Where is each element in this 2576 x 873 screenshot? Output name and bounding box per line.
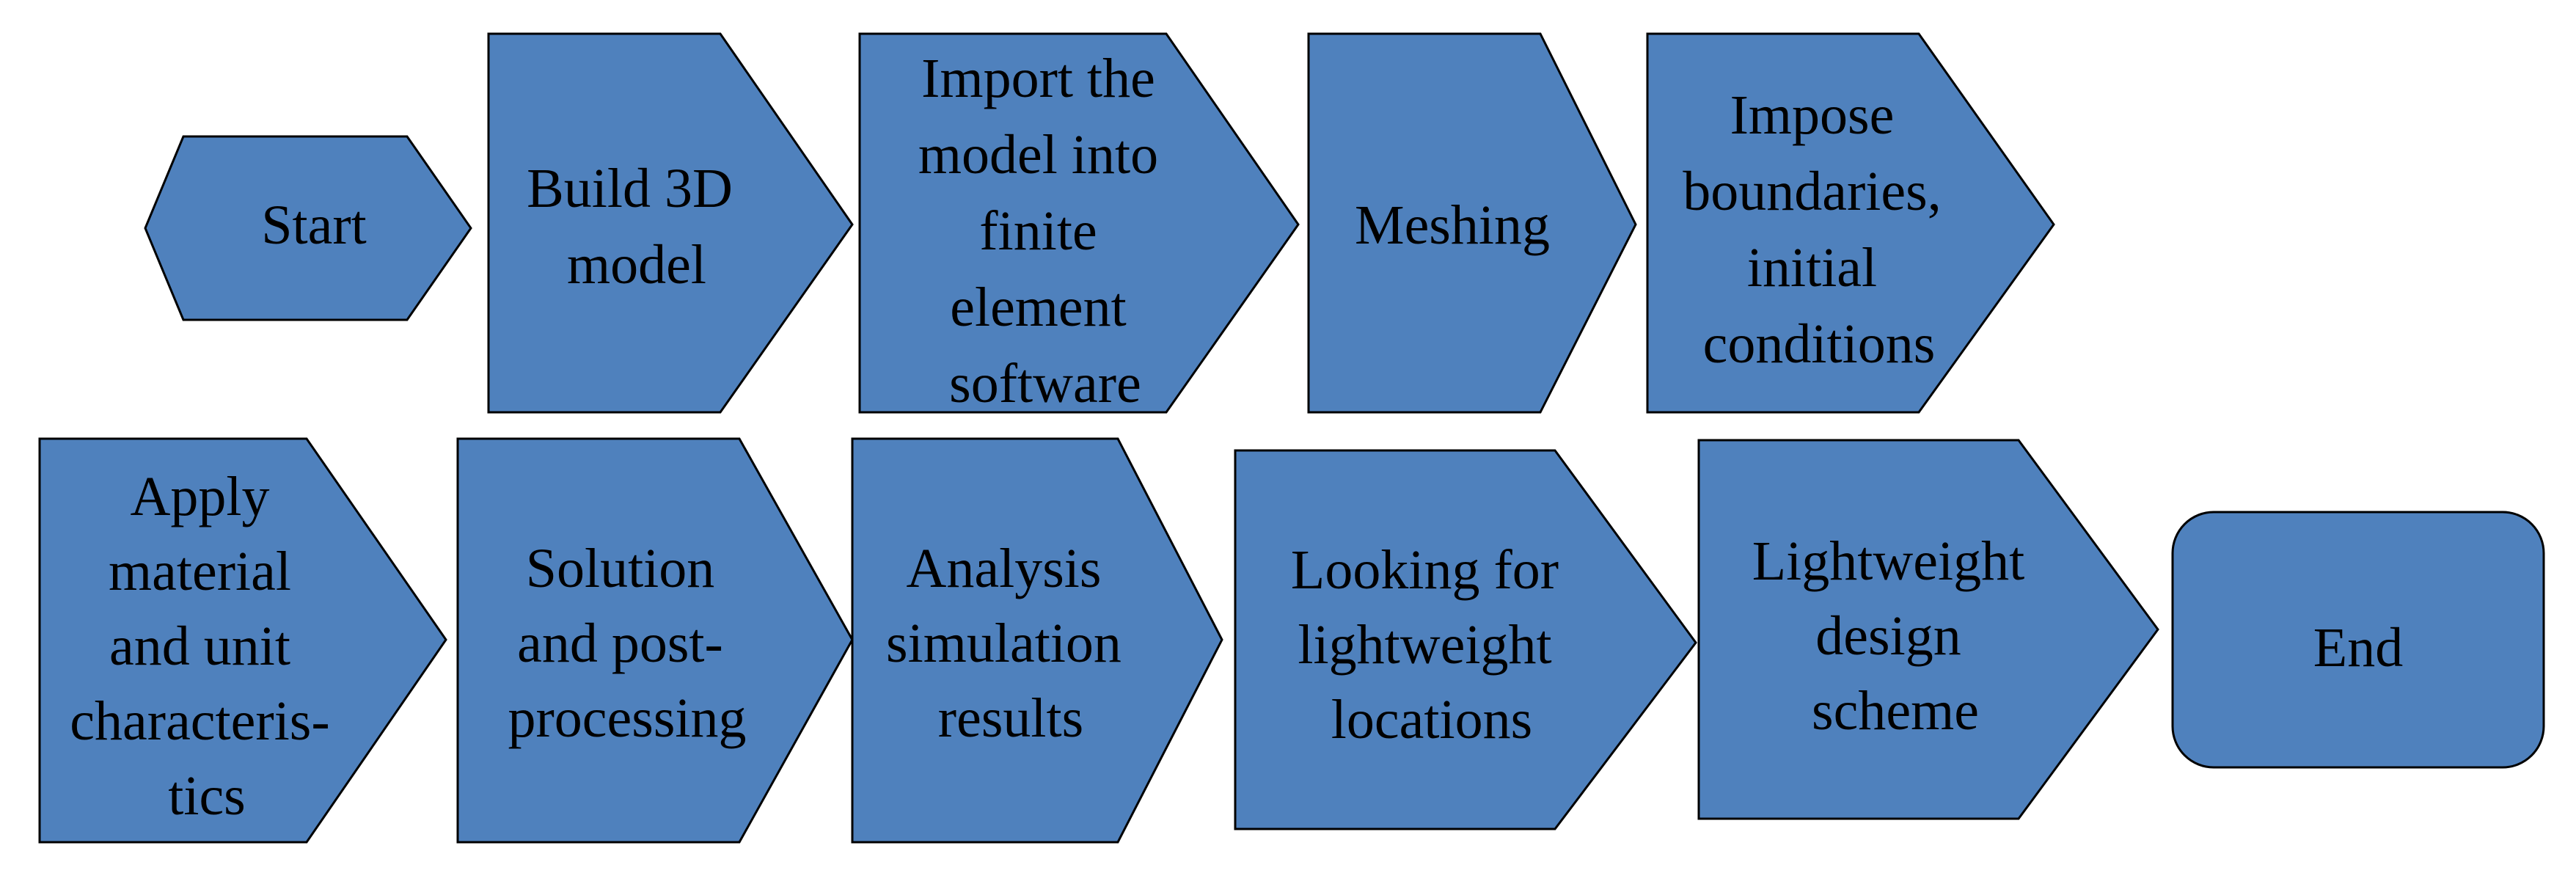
node-analysis-line: results bbox=[938, 687, 1083, 749]
node-impose-boundaries-line: Impose bbox=[1730, 84, 1895, 146]
node-solution-shape bbox=[456, 437, 854, 844]
node-import-model-line: model into bbox=[918, 124, 1158, 186]
node-end-shape bbox=[2171, 511, 2545, 769]
node-impose-boundaries-line: conditions bbox=[1703, 313, 1936, 375]
node-apply-material-shape bbox=[38, 437, 447, 844]
node-apply-material-line: and unit bbox=[109, 616, 290, 677]
node-analysis-line: Analysis bbox=[907, 538, 1102, 599]
node-import-model-label: Import the model into finite element sof… bbox=[918, 48, 1172, 414]
node-impose-boundaries-shape bbox=[1646, 32, 2055, 414]
node-lightweight-design-label: Lightweight design scheme bbox=[1752, 530, 2039, 742]
node-end-line: End bbox=[2313, 617, 2403, 679]
node-looking-for-line: locations bbox=[1331, 689, 1532, 750]
node-import-model-shape bbox=[858, 32, 1300, 414]
node-analysis-label: Analysis simulation results bbox=[886, 538, 1135, 749]
node-build-3d-model-line: Build 3D bbox=[527, 158, 733, 219]
node-import-model-line: software bbox=[949, 353, 1141, 414]
node-meshing: Meshing bbox=[1307, 32, 1637, 414]
node-start-shape bbox=[144, 135, 472, 321]
node-import-model: Import the model into finite element sof… bbox=[858, 32, 1300, 414]
node-looking-for: Looking for lightweight locations bbox=[1234, 449, 1697, 830]
node-lightweight-design-line: scheme bbox=[1812, 680, 1979, 742]
node-build-3d-model-shape bbox=[487, 32, 854, 414]
node-impose-boundaries-line: initial bbox=[1747, 237, 1877, 299]
node-start-label: Start bbox=[261, 194, 367, 256]
node-meshing-label: Meshing bbox=[1355, 194, 1550, 256]
node-end-label: End bbox=[2313, 617, 2403, 679]
node-analysis-shape bbox=[851, 437, 1223, 844]
node-solution: Solution and post- processing bbox=[456, 437, 854, 844]
node-analysis: Analysis simulation results bbox=[851, 437, 1223, 844]
node-build-3d-model-label: Build 3D model bbox=[527, 158, 747, 296]
node-import-model-line: element bbox=[950, 277, 1127, 338]
node-impose-boundaries-line: boundaries, bbox=[1683, 161, 1941, 222]
node-solution-line: Solution bbox=[526, 538, 715, 599]
node-looking-for-shape bbox=[1234, 449, 1697, 830]
node-apply-material-line: material bbox=[109, 541, 291, 602]
node-meshing-line: Meshing bbox=[1355, 194, 1550, 256]
node-looking-for-line: Looking for bbox=[1291, 539, 1559, 601]
node-import-model-line: Import the bbox=[921, 48, 1155, 109]
node-apply-material-line: Apply bbox=[131, 466, 270, 527]
node-start: Start bbox=[144, 135, 472, 321]
node-apply-material: Apply material and unit characteris- tic… bbox=[38, 437, 447, 844]
node-analysis-line: simulation bbox=[886, 613, 1121, 674]
node-solution-line: processing bbox=[508, 687, 746, 749]
node-lightweight-design-shape bbox=[1697, 439, 2159, 820]
node-impose-boundaries: Impose boundaries, initial conditions bbox=[1646, 32, 2055, 414]
node-lightweight-design: Lightweight design scheme bbox=[1697, 439, 2159, 820]
node-start-line: Start bbox=[261, 194, 367, 256]
node-lightweight-design-line: design bbox=[1815, 605, 1961, 667]
node-lightweight-design-line: Lightweight bbox=[1752, 530, 2025, 592]
node-solution-line: and post- bbox=[517, 613, 723, 674]
node-impose-boundaries-label: Impose boundaries, initial conditions bbox=[1683, 84, 1955, 375]
node-build-3d-model-line: model bbox=[567, 234, 706, 296]
node-looking-for-line: lightweight bbox=[1298, 614, 1551, 676]
node-apply-material-label: Apply material and unit characteris- tic… bbox=[70, 466, 343, 827]
node-meshing-shape bbox=[1307, 32, 1637, 414]
node-end: End bbox=[2171, 511, 2545, 769]
node-apply-material-line: characteris- bbox=[70, 690, 329, 752]
node-apply-material-line: tics bbox=[168, 765, 246, 827]
node-build-3d-model: Build 3D model bbox=[487, 32, 854, 414]
node-solution-label: Solution and post- processing bbox=[508, 538, 746, 749]
node-import-model-line: finite bbox=[979, 200, 1097, 262]
node-looking-for-label: Looking for lightweight locations bbox=[1291, 539, 1573, 750]
